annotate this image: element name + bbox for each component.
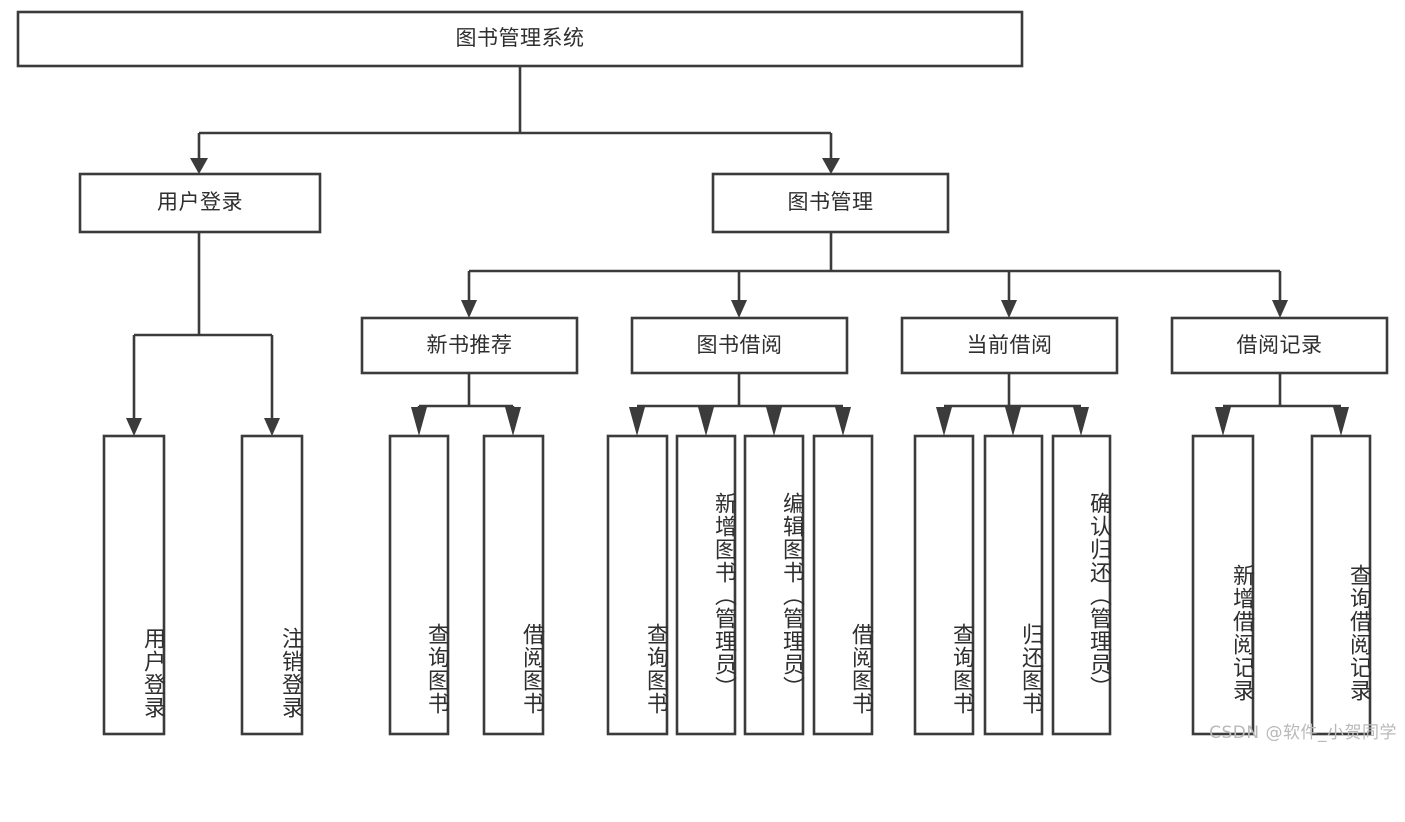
arrowhead-user-login (190, 158, 208, 174)
arrowhead-book-borrow (731, 300, 747, 318)
arrowhead-leaf-confirm-return (1073, 407, 1089, 436)
connector-group-book-manage (461, 232, 1288, 318)
connector-group-book-borrow (629, 373, 851, 436)
node-box-leaf-user-login[interactable] (102, 434, 166, 736)
diagram-canvas (16, 10, 1389, 736)
node-box-user-login[interactable] (78, 172, 322, 234)
arrowhead-new-book-rec (461, 300, 477, 318)
arrowhead-leaf-logout-login (264, 418, 280, 436)
arrowhead-leaf-query-record (1333, 407, 1349, 436)
arrowhead-leaf-query-book-2 (629, 407, 645, 436)
arrowhead-book-manage (822, 158, 840, 174)
node-box-leaf-add-book[interactable] (675, 434, 737, 736)
node-box-current-borrow[interactable] (900, 316, 1119, 375)
arrowhead-borrow-record (1272, 300, 1288, 318)
connector-group-new-book-rec (411, 373, 521, 436)
node-box-book-manage[interactable] (711, 172, 950, 234)
arrowhead-leaf-return-book (1005, 407, 1021, 436)
arrowhead-leaf-borrow-book-2 (835, 407, 851, 436)
node-box-leaf-confirm-return[interactable] (1051, 434, 1112, 736)
connector-group-borrow-record (1215, 373, 1349, 436)
arrowhead-leaf-borrow-book-1 (505, 407, 521, 436)
node-box-leaf-borrow-book-2[interactable] (812, 434, 874, 736)
node-box-leaf-query-record[interactable] (1310, 434, 1372, 736)
node-box-book-borrow[interactable] (630, 316, 849, 375)
arrowhead-current-borrow (1001, 300, 1017, 318)
node-box-leaf-query-book-3[interactable] (913, 434, 975, 736)
arrowhead-leaf-add-record (1215, 407, 1231, 436)
node-box-leaf-return-book[interactable] (983, 434, 1044, 736)
node-box-leaf-edit-book[interactable] (743, 434, 805, 736)
arrowhead-leaf-user-login (126, 418, 142, 436)
node-box-new-book-rec[interactable] (360, 316, 579, 375)
connector-group-current-borrow (936, 373, 1089, 436)
node-box-leaf-logout-login[interactable] (240, 434, 304, 736)
connector-group-root (190, 66, 840, 174)
connector-group-user-login (126, 232, 280, 436)
node-box-leaf-query-book-2[interactable] (606, 434, 669, 736)
node-box-leaf-add-record[interactable] (1191, 434, 1255, 736)
node-box-root[interactable] (16, 10, 1024, 68)
arrowhead-leaf-query-book-1 (411, 407, 427, 436)
node-box-borrow-record[interactable] (1170, 316, 1389, 375)
functional-structure-diagram: 图书管理系统 用户登录 图书管理 新书推荐 图书借阅 当前借阅 借阅记录 用户登… (16, 10, 1397, 743)
arrowhead-leaf-edit-book (766, 407, 782, 436)
arrowhead-leaf-add-book (698, 407, 714, 436)
node-box-leaf-query-book-1[interactable] (388, 434, 450, 736)
arrowhead-leaf-query-book-3 (936, 407, 952, 436)
node-box-leaf-borrow-book-1[interactable] (482, 434, 545, 736)
